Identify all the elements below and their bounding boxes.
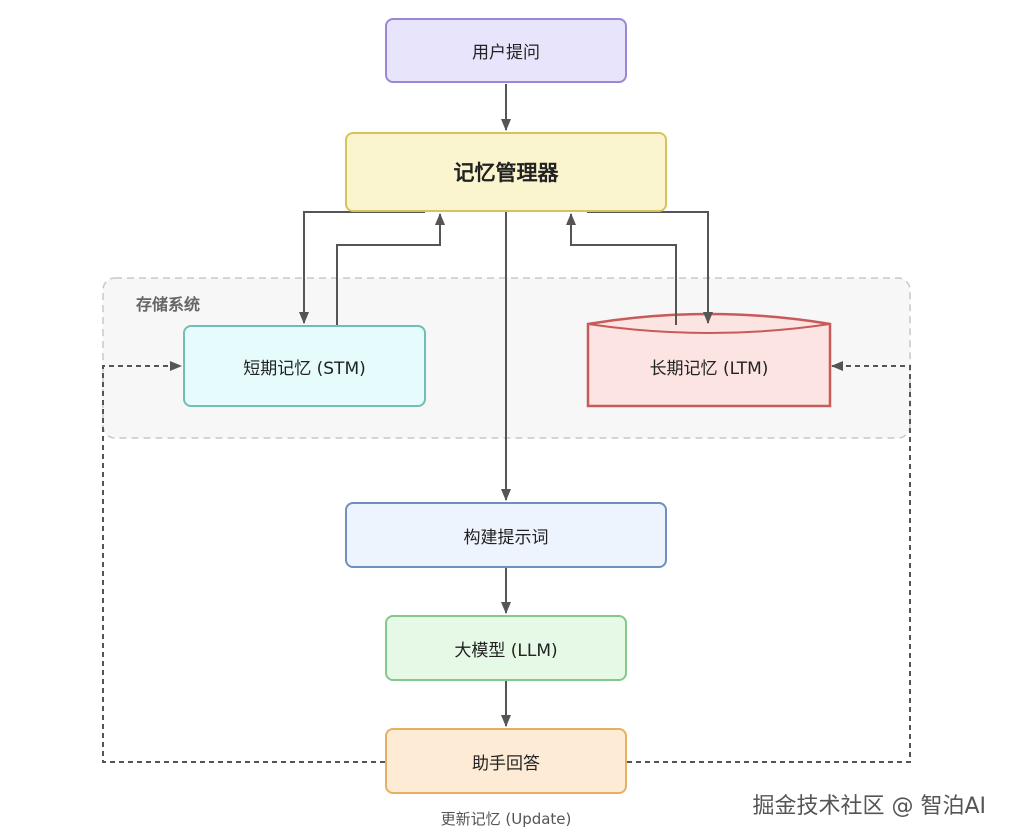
llm-node: 大模型 (LLM): [385, 615, 627, 681]
edge-update-to-stm: [102, 361, 385, 763]
assistant-answer-node: 助手回答: [385, 728, 627, 794]
short-term-memory-node: 短期记忆 (STM): [183, 325, 426, 407]
edge-manager-to-ltm: [587, 211, 713, 324]
long-term-memory-node-shape: [586, 312, 832, 408]
edge-ltm-to-manager: [566, 213, 677, 325]
edge-update-to-ltm: [627, 361, 911, 763]
user-question-node: 用户提问: [385, 18, 627, 83]
memory-manager-node: 记忆管理器: [345, 132, 667, 212]
watermark: 掘金技术社区 @ 智泊AI: [752, 794, 986, 819]
edge-manager-to-stm: [299, 211, 425, 324]
build-prompt-node: 构建提示词: [345, 502, 667, 568]
edge-stm-to-manager: [336, 213, 445, 325]
long-term-memory-label: 长期记忆 (LTM): [649, 358, 769, 379]
update-memory-label: 更新记忆 (Update): [440, 810, 572, 828]
storage-system-label: 存储系统: [136, 295, 201, 314]
